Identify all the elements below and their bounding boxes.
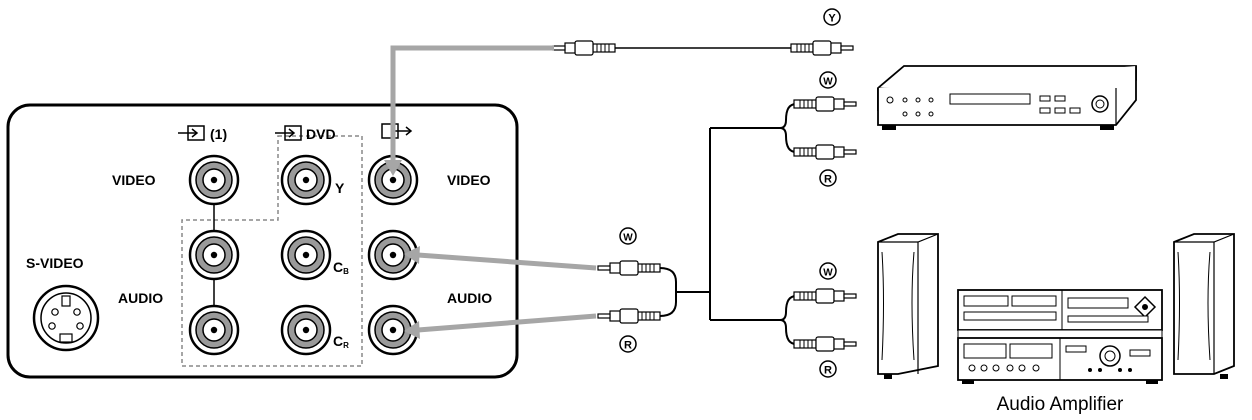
- arrow-video-head: [384, 160, 402, 176]
- cb-label: CB: [333, 259, 349, 276]
- audio-cable-tv: [597, 260, 710, 324]
- arrow-audio-l: [417, 252, 597, 271]
- jack-video-in1[interactable]: [188, 154, 240, 206]
- svideo-jack[interactable]: [32, 284, 100, 352]
- marker-white-tv: W: [619, 227, 637, 245]
- jack-cr-dvd[interactable]: [280, 304, 332, 356]
- dvd-label: DVD: [306, 126, 336, 142]
- audio-label-right: AUDIO: [447, 290, 492, 306]
- video-plug-right: [790, 40, 854, 56]
- svideo-label: S-VIDEO: [26, 255, 84, 271]
- video-label-left: VIDEO: [112, 172, 156, 188]
- plug-white-dvd: [793, 96, 857, 112]
- video-label-right: VIDEO: [447, 172, 491, 188]
- video-plug-left: [552, 40, 616, 56]
- svg-text:Y: Y: [828, 13, 836, 25]
- arrow-video: [390, 45, 554, 165]
- audio-plug-white-tv: [597, 260, 661, 276]
- audio-plug-red-tv: [597, 308, 661, 324]
- plug-red-dvd: [793, 144, 857, 160]
- y-label: Y: [335, 180, 345, 196]
- audio-amplifier-icon: [877, 233, 1235, 384]
- marker-white-amp: W: [819, 262, 837, 280]
- marker-white-dvd: W: [819, 71, 837, 89]
- marker-yellow: Y: [823, 8, 841, 26]
- arrow-audio-r-head: [404, 321, 420, 339]
- input-icon-1: [178, 125, 205, 141]
- svg-text:W: W: [823, 77, 833, 88]
- marker-red-amp: R: [819, 360, 837, 378]
- jack-y-dvd[interactable]: [280, 154, 332, 206]
- jack-audio-l-in1[interactable]: [188, 229, 240, 281]
- jack-cb-dvd[interactable]: [280, 229, 332, 281]
- arrow-audio-l-head: [404, 246, 420, 264]
- svg-text:R: R: [824, 174, 832, 186]
- cr-label: CR: [333, 333, 349, 350]
- input-icon-dvd: [275, 125, 302, 141]
- input1-label: (1): [210, 126, 227, 142]
- splitter-wiring: [709, 103, 797, 345]
- jack-audio-r-in1[interactable]: [188, 304, 240, 356]
- dvd-player-icon: [877, 65, 1137, 130]
- marker-red-tv: R: [619, 335, 637, 353]
- svg-text:W: W: [623, 233, 633, 244]
- amplifier-caption: Audio Amplifier: [997, 394, 1124, 415]
- video-cable: [552, 40, 854, 56]
- component-group-outline: [181, 135, 363, 367]
- arrow-audio-r: [417, 313, 597, 333]
- audio-label-left: AUDIO: [118, 290, 163, 306]
- plug-white-amp: [793, 288, 857, 304]
- svg-text:W: W: [823, 268, 833, 279]
- svg-text:R: R: [624, 340, 632, 352]
- plug-red-amp: [793, 336, 857, 352]
- marker-red-dvd: R: [819, 169, 837, 187]
- svg-text:R: R: [824, 365, 832, 377]
